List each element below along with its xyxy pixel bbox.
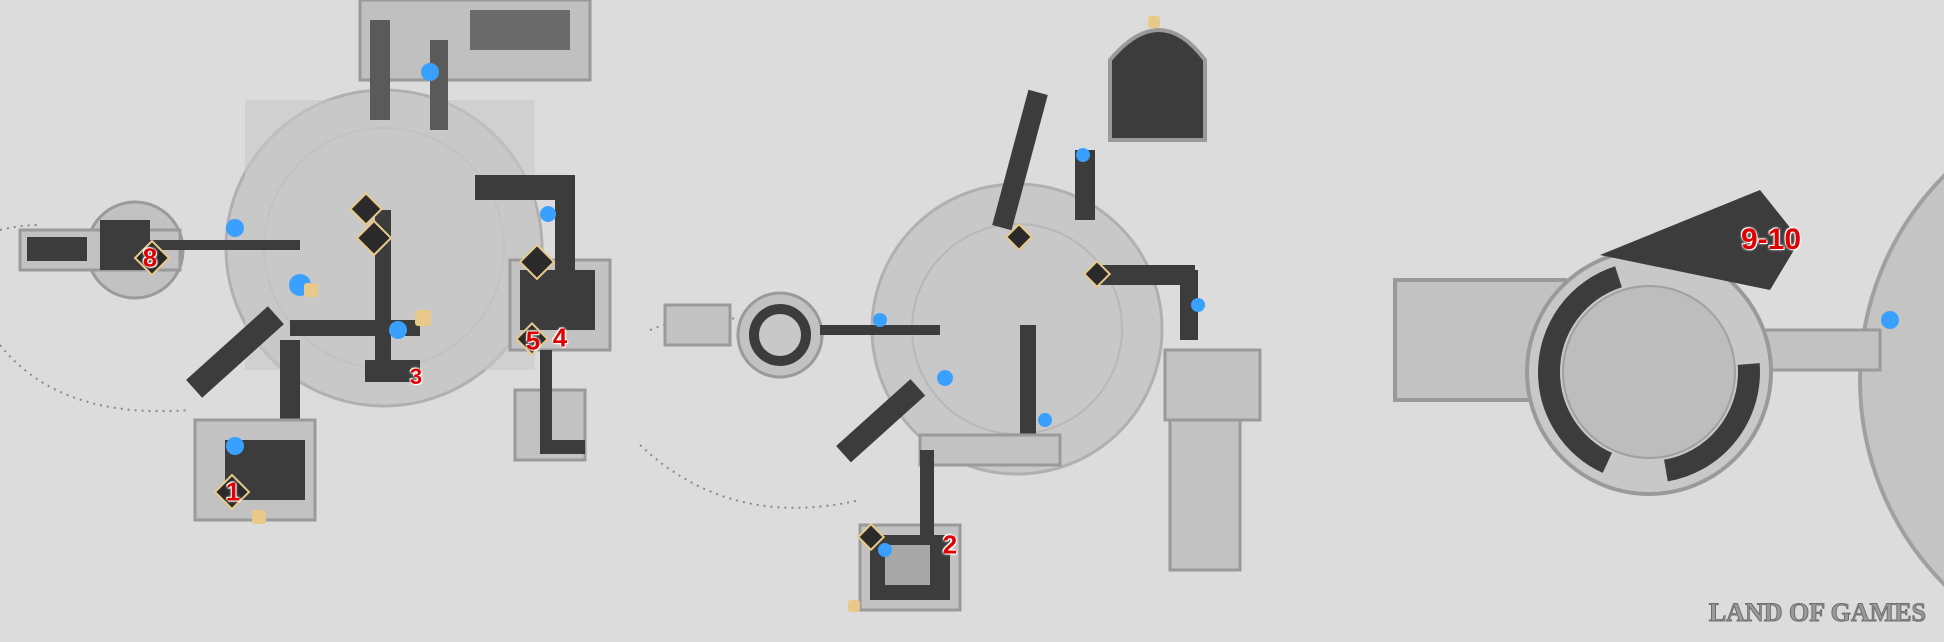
quest-diamond-icon	[856, 522, 886, 552]
marker-label-5: 5	[525, 325, 541, 356]
teleport-icon[interactable]	[540, 206, 556, 222]
exit-diamond-icon	[349, 192, 383, 226]
poi-icons[interactable]	[133, 192, 1112, 552]
quest-diamond-icon	[133, 239, 171, 277]
marker-label-9-10: 9-10	[1740, 223, 1802, 256]
teleport-icon[interactable]	[878, 543, 892, 557]
teleport-icon[interactable]	[873, 313, 887, 327]
teleport-icons[interactable]	[226, 63, 1899, 557]
quest-diamond-icon	[213, 473, 251, 511]
quest-diamond-icon	[1004, 222, 1034, 252]
marker-label-1: 1	[225, 476, 241, 507]
exit-icon	[252, 510, 266, 524]
quest-diamond-icon	[1082, 259, 1112, 289]
puzzle-icon	[1148, 16, 1160, 28]
teleport-icon[interactable]	[1076, 148, 1090, 162]
teleport-icon[interactable]	[226, 219, 244, 237]
teleport-icon[interactable]	[1191, 298, 1205, 312]
middle-area	[663, 28, 1262, 612]
quest-diamond-icon	[355, 219, 393, 257]
marker-label-2: 2	[942, 529, 958, 560]
teleport-icon[interactable]	[937, 370, 953, 386]
puzzle-icons[interactable]	[252, 16, 1160, 612]
teleport-icon[interactable]	[1881, 311, 1899, 329]
watermark: LAND OF GAMES	[1708, 598, 1926, 628]
teleport-icon[interactable]	[421, 63, 439, 81]
marker-label-3: 3	[409, 364, 423, 389]
right-area	[1393, 173, 1944, 587]
teleport-icon[interactable]	[389, 321, 407, 339]
puzzle-icon	[415, 310, 431, 326]
marker-label-4: 4	[552, 322, 568, 353]
teleport-icon[interactable]	[1038, 413, 1052, 427]
left-area	[18, 0, 612, 522]
marker-label-8: 8	[142, 242, 158, 273]
chest-icon	[304, 283, 318, 297]
quest-diamond-icon	[515, 322, 549, 356]
quest-diamond-icon	[518, 243, 556, 281]
puzzle-icon	[848, 600, 860, 612]
teleport-icon[interactable]	[226, 437, 244, 455]
